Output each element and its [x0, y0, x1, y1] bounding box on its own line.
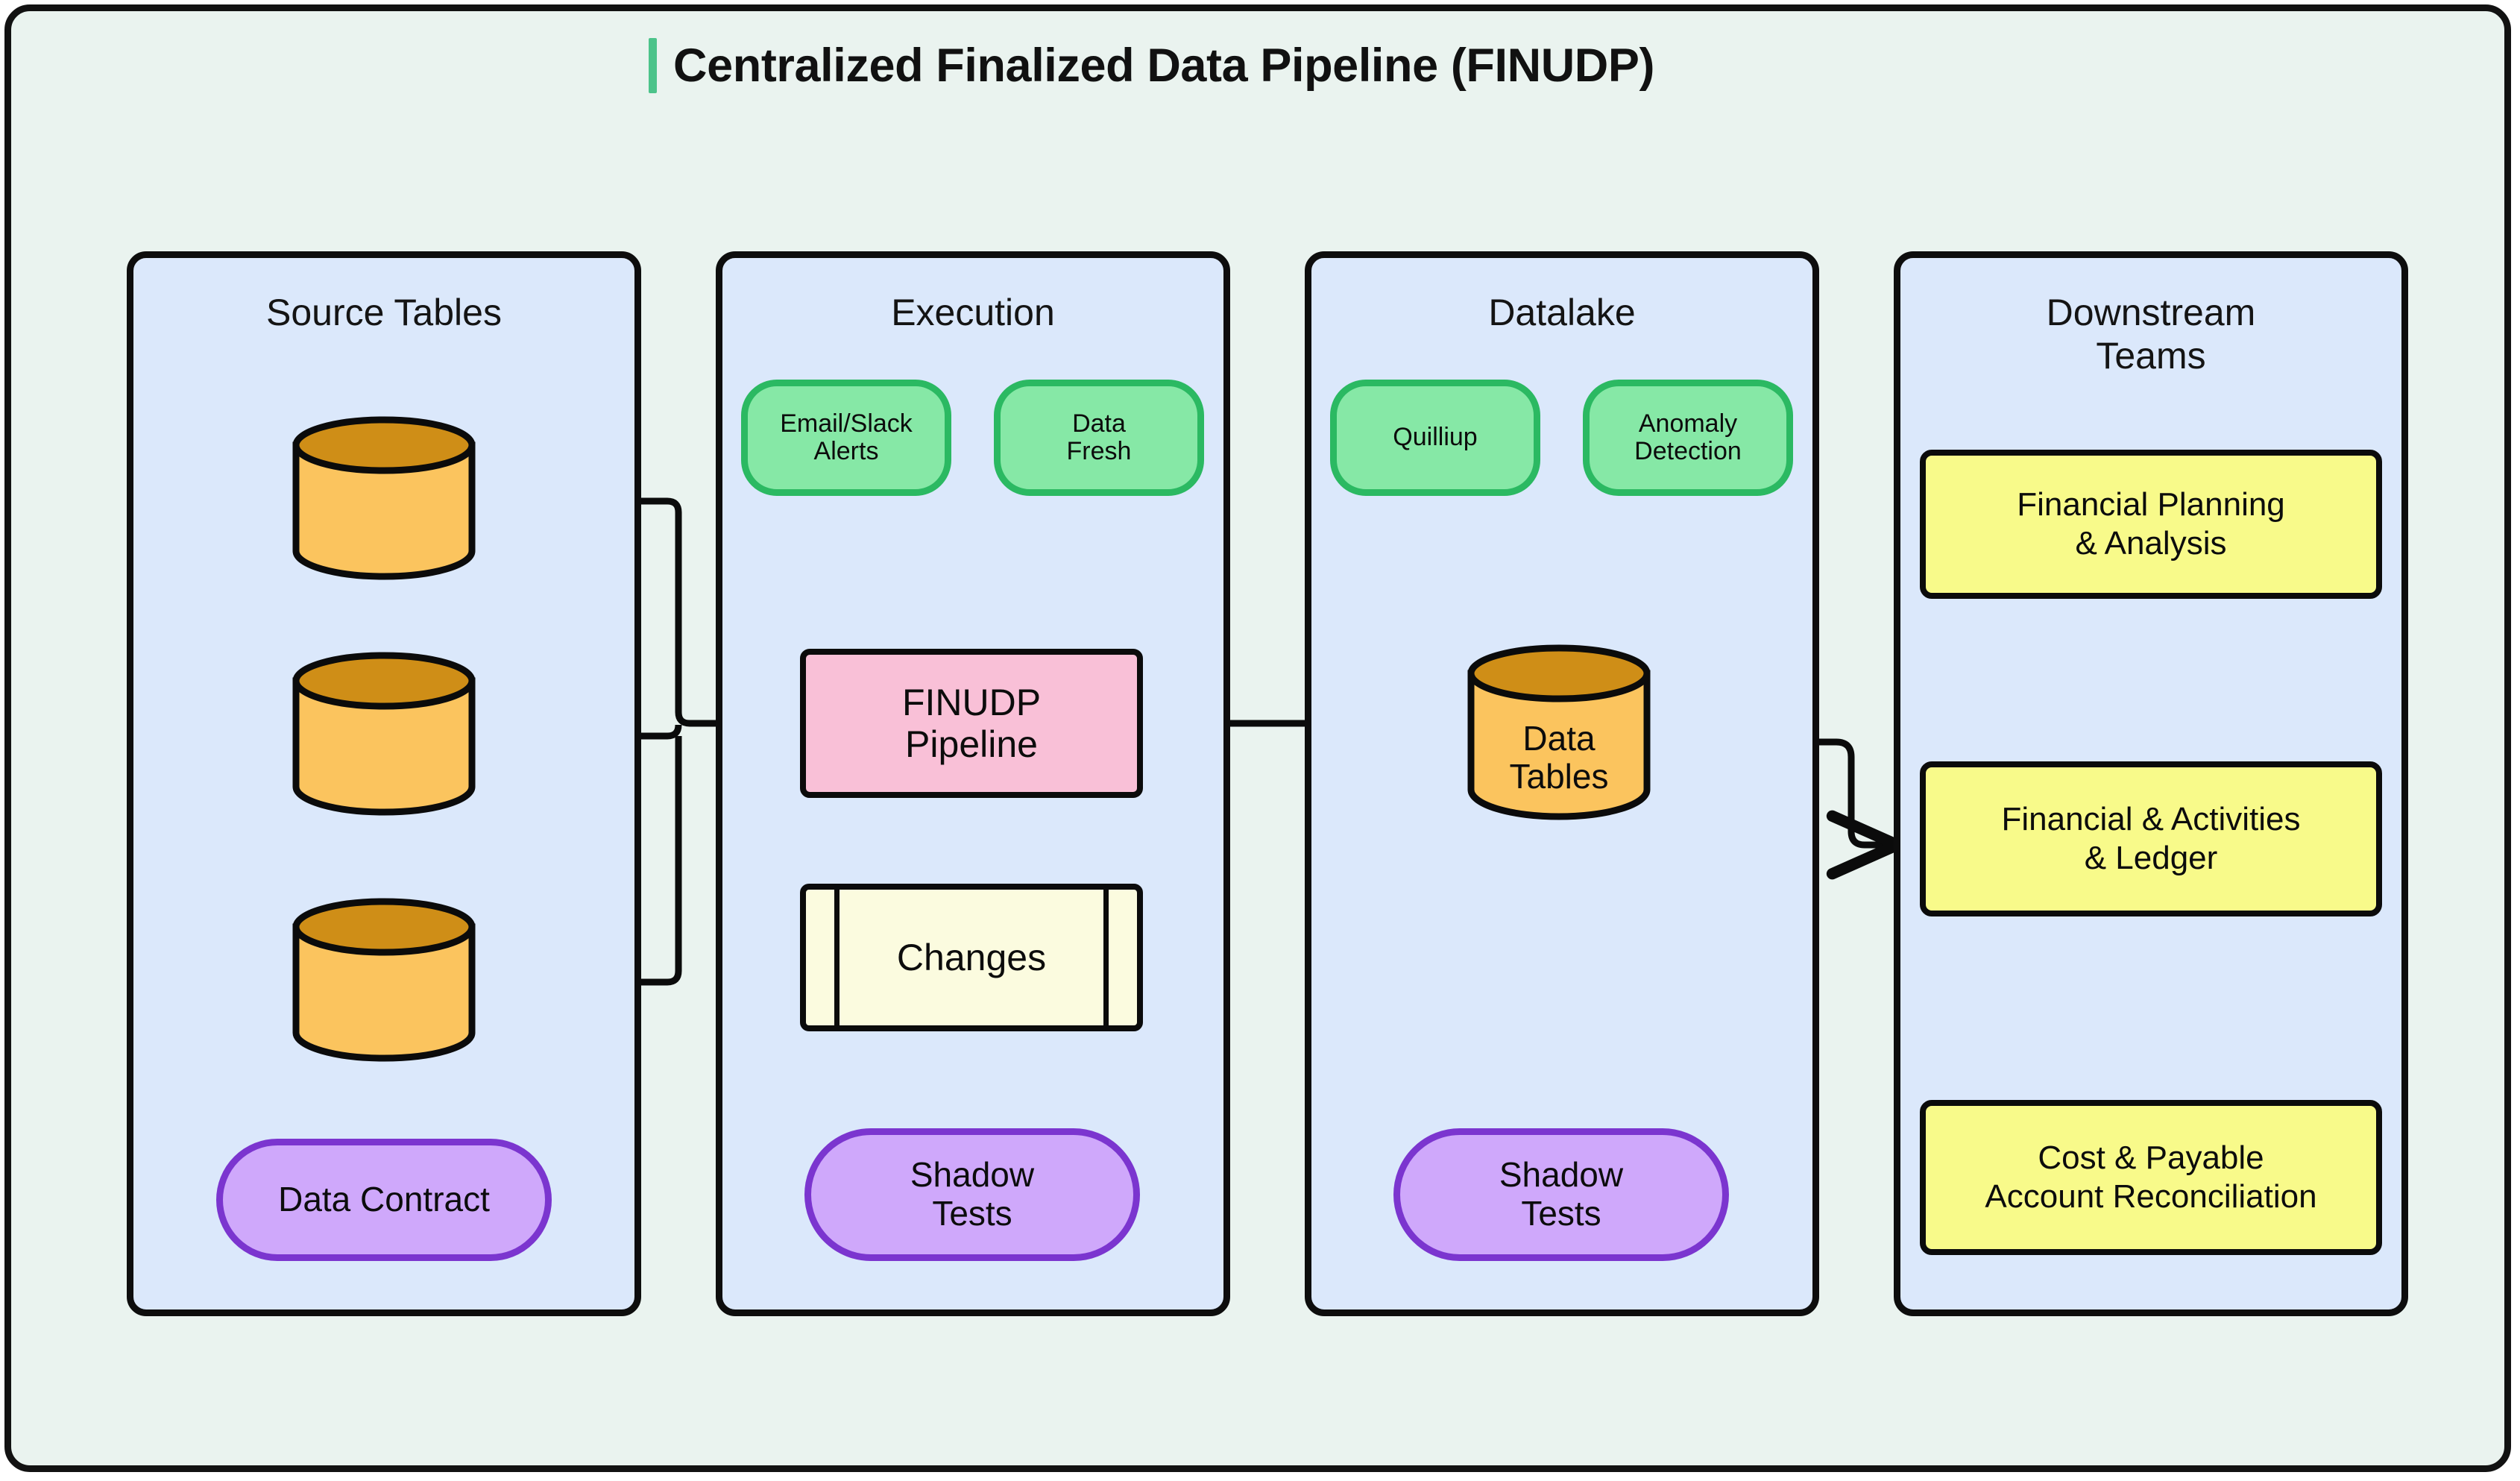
quilliup-label: Quilliup	[1393, 423, 1478, 452]
team-card-financial-activities-ledger[interactable]: Financial & Activities & Ledger	[1920, 761, 2382, 916]
changes-label: Changes	[896, 937, 1047, 978]
email-slack-alerts-label-line2: Alerts	[813, 437, 879, 465]
team-card-financial-activities-ledger-line1: Financial & Activities	[2001, 801, 2301, 838]
anomaly-detection-label-line2: Detection	[1634, 437, 1742, 465]
team-card-cost-payable-reconciliation-line1: Cost & Payable	[2038, 1139, 2264, 1177]
finudp-pipeline-node[interactable]: FINUDP Pipeline	[800, 649, 1143, 798]
changes-node[interactable]: Changes	[800, 884, 1143, 1031]
email-slack-alerts-label-line1: Email/Slack	[780, 409, 913, 438]
execution-shadow-tests-label-line1: Shadow	[910, 1155, 1035, 1195]
execution-shadow-tests-label-line2: Tests	[932, 1194, 1012, 1233]
quilliup-node[interactable]: Quilliup	[1330, 380, 1540, 496]
datalake-shadow-tests-label-line1: Shadow	[1499, 1155, 1624, 1195]
datalake-shadow-tests-label-line2: Tests	[1521, 1194, 1601, 1233]
diagram-title: Centralized Finalized Data Pipeline (FIN…	[649, 38, 1655, 93]
data-tables-label-line2: Tables	[1509, 756, 1609, 796]
data-contract-node[interactable]: Data Contract	[216, 1139, 552, 1261]
data-tables-label-line1: Data	[1522, 719, 1596, 758]
lane-title-downstream-teams-line1: Downstream	[2046, 292, 2256, 333]
title-accent-bar	[649, 38, 657, 93]
data-fresh-label-line2: Fresh	[1066, 437, 1132, 465]
data-tables-label: Data Tables	[1465, 720, 1653, 795]
lane-title-downstream-teams: Downstream Teams	[1900, 291, 2401, 377]
team-card-financial-planning-line2: & Analysis	[2075, 525, 2227, 562]
source-db-2[interactable]	[290, 651, 478, 817]
data-fresh-label-line1: Data	[1072, 409, 1126, 438]
lane-title-execution: Execution	[891, 292, 1055, 333]
lane-title-downstream-teams-line2: Teams	[2096, 335, 2206, 377]
team-card-cost-payable-reconciliation[interactable]: Cost & Payable Account Reconciliation	[1920, 1100, 2382, 1255]
data-contract-label: Data Contract	[278, 1180, 490, 1219]
source-db-1[interactable]	[290, 415, 478, 581]
page-title: Centralized Finalized Data Pipeline (FIN…	[673, 40, 1655, 92]
execution-shadow-tests-node[interactable]: Shadow Tests	[804, 1128, 1140, 1261]
datalake-shadow-tests-node[interactable]: Shadow Tests	[1393, 1128, 1729, 1261]
data-fresh-node[interactable]: Data Fresh	[994, 380, 1204, 496]
source-db-3[interactable]	[290, 897, 478, 1063]
anomaly-detection-label-line1: Anomaly	[1638, 409, 1738, 438]
diagram-canvas: Centralized Finalized Data Pipeline (FIN…	[4, 4, 2511, 1472]
lane-title-datalake: Datalake	[1488, 292, 1636, 333]
team-card-financial-planning-line1: Financial Planning	[2017, 486, 2285, 523]
lane-title-source-tables: Source Tables	[266, 292, 502, 333]
team-card-financial-planning[interactable]: Financial Planning & Analysis	[1920, 450, 2382, 599]
data-tables-node[interactable]: Data Tables	[1465, 644, 1653, 823]
team-card-financial-activities-ledger-line2: & Ledger	[2084, 840, 2218, 876]
anomaly-detection-node[interactable]: Anomaly Detection	[1583, 380, 1793, 496]
team-card-cost-payable-reconciliation-line2: Account Reconciliation	[1985, 1178, 2317, 1215]
email-slack-alerts-node[interactable]: Email/Slack Alerts	[741, 380, 951, 496]
finudp-pipeline-label-line1: FINUDP	[901, 682, 1042, 723]
finudp-pipeline-label-line2: Pipeline	[905, 723, 1038, 765]
